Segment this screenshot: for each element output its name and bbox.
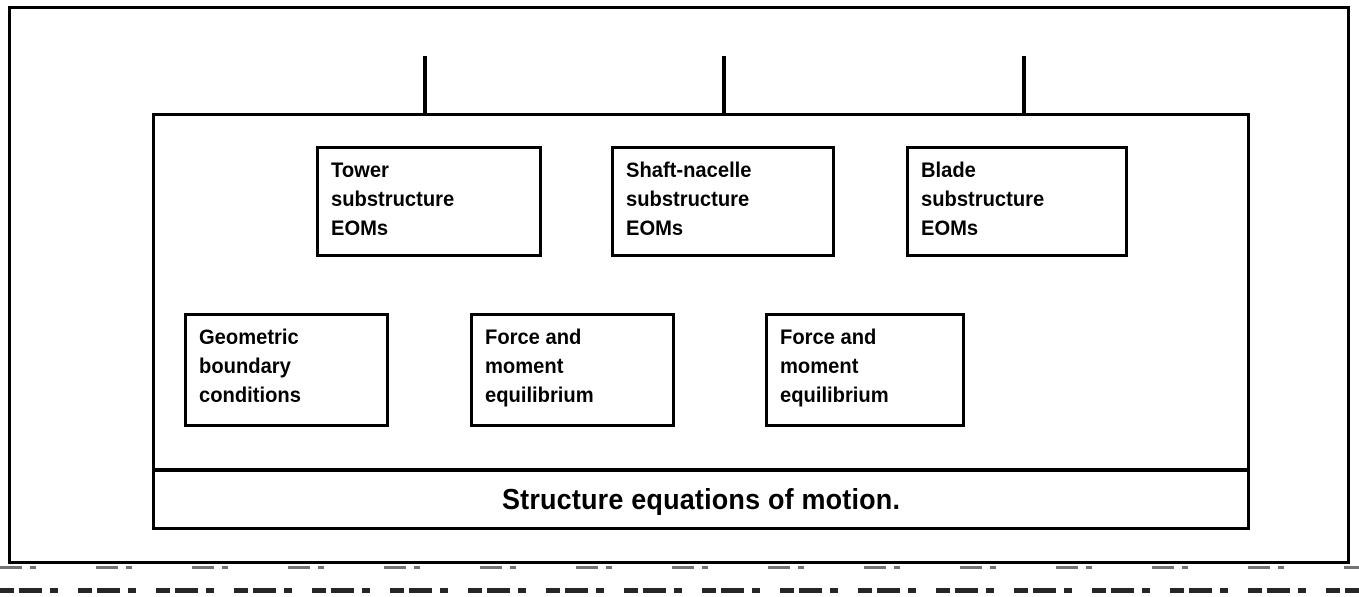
process-box-geometric-boundary-conditions-line-2: boundary [199,354,291,378]
process-box-tower-line-3: EOMs [331,216,389,240]
process-box-force-moment-equilibrium-2: Force and moment equilibrium [765,313,965,427]
process-box-geometric-boundary-conditions-line-3: conditions [199,383,301,407]
process-box-force-moment-equilibrium-2-line-2: moment [780,354,859,378]
process-box-shaft-nacelle-line-1: Shaft-nacelle [626,159,752,182]
process-box-tower-line-2: substructure [331,187,455,211]
process-box-blade-line-1: Blade [921,159,976,182]
process-box-tower-line-1: Tower [331,159,389,182]
process-box-force-moment-equilibrium-2-line-1: Force and [780,326,877,349]
input-arrow-blade [1022,56,1026,136]
process-box-force-moment-equilibrium-1-line-3: equilibrium [485,383,594,407]
figure-caption: Structure equations of motion. [501,484,901,516]
caption-band: Structure equations of motion. [152,472,1250,529]
process-box-force-moment-equilibrium-1-line-1: Force and [485,326,582,349]
input-arrow-tower [423,56,427,136]
process-box-force-moment-equilibrium-1-line-2: moment [485,354,564,378]
process-box-blade-line-3: EOMs [921,216,979,240]
scan-artifact-upper [0,566,1359,569]
process-box-force-moment-equilibrium-2-line-3: equilibrium [780,383,889,407]
process-box-shaft-nacelle-line-2: substructure [626,187,750,211]
page-border [8,6,1350,564]
process-box-shaft-nacelle-line-3: EOMs [626,216,684,240]
process-box-force-moment-equilibrium-1: Force and moment equilibrium [470,313,675,427]
caption-divider [152,468,1250,472]
scan-artifact-lower [0,588,1359,593]
process-box-geometric-boundary-conditions-line-1: Geometric [199,326,299,349]
process-box-blade-line-2: substructure [921,187,1045,211]
input-arrow-shaft-nacelle [722,56,726,136]
process-box-geometric-boundary-conditions: Geometric boundary conditions [184,313,389,427]
